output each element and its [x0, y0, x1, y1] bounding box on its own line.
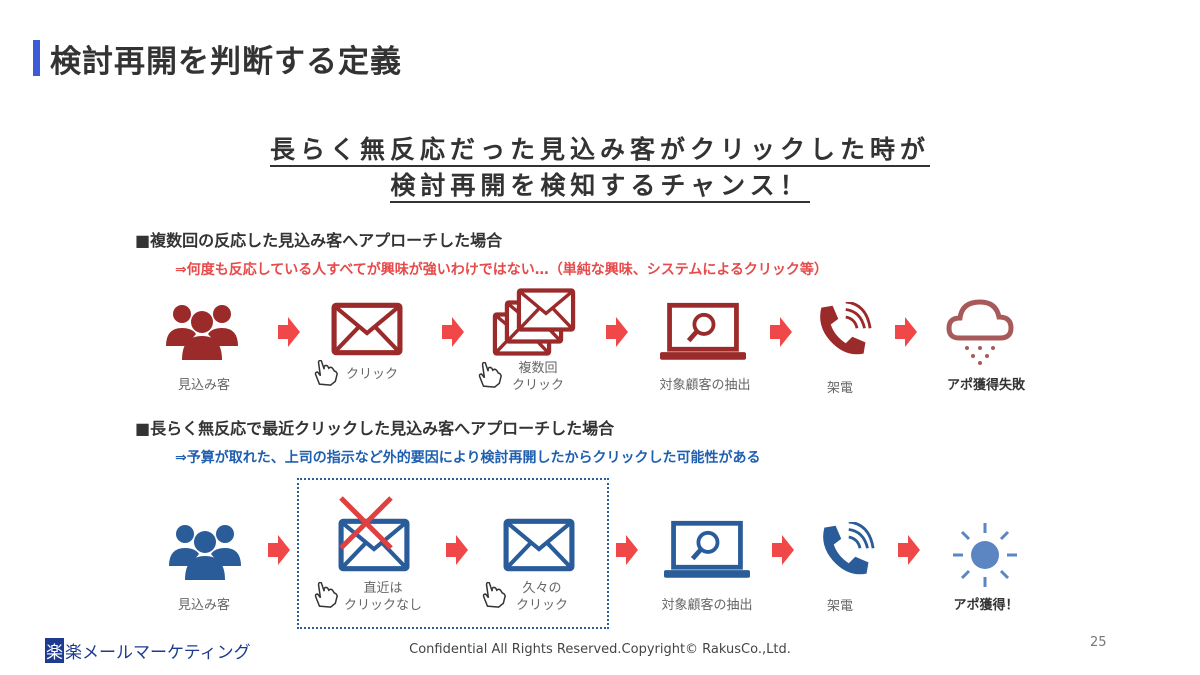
- step-prospect-label-2: 見込み客: [177, 598, 230, 613]
- arrow-icon: [278, 317, 300, 347]
- section2-note: ⇒予算が取れた、上司の指示など外的要因により検討再開したからクリックした可能性が…: [175, 450, 761, 466]
- people-icon: [162, 300, 242, 360]
- mail-icon: [331, 302, 403, 356]
- headline-line-2: 検討再開を検知するチャンス！: [0, 166, 1200, 203]
- laptop-search-icon: [664, 520, 750, 582]
- page-number: 25: [1090, 635, 1107, 650]
- title-accent-bar: [33, 40, 40, 76]
- arrow-icon: [446, 535, 468, 565]
- step-extract-label: 対象顧客の抽出: [659, 378, 751, 393]
- rain-cloud-icon: [946, 299, 1014, 365]
- step-call-label: 架電: [826, 381, 853, 396]
- step-call-label-2: 架電: [826, 599, 853, 614]
- arrow-icon: [606, 317, 628, 347]
- step-result-success-label: アポ獲得！: [953, 598, 1019, 613]
- people-icon: [165, 520, 245, 580]
- mail-stack-icon: [516, 288, 576, 332]
- step-no-click-label: 直近はクリックなし: [343, 581, 422, 613]
- arrow-icon: [898, 535, 920, 565]
- arrow-icon: [895, 317, 917, 347]
- arrow-icon: [770, 317, 792, 347]
- section1-heading: ■複数回の反応した見込み客へアプローチした場合: [135, 231, 503, 250]
- mail-icon: [503, 518, 575, 572]
- arrow-icon: [442, 317, 464, 347]
- step-long-time-click-label: 久々のクリック: [515, 581, 568, 613]
- step-prospect-label: 見込み客: [177, 378, 230, 393]
- laptop-search-icon: [660, 302, 746, 364]
- step-click-label: クリック: [345, 367, 398, 382]
- phone-icon: [815, 522, 875, 582]
- arrow-icon: [616, 535, 638, 565]
- company-logo: 楽楽メールマーケティング: [45, 638, 251, 663]
- arrow-icon: [268, 535, 290, 565]
- cross-mark-icon: [339, 496, 393, 550]
- headline-line-1: 長らく無反応だった見込み客がクリックした時が: [0, 130, 1200, 167]
- step-multi-click-label: 複数回クリック: [511, 361, 564, 393]
- step-result-fail-label: アポ獲得失敗: [946, 378, 1025, 393]
- section2-heading: ■長らく無反応で最近クリックした見込み客へアプローチした場合: [135, 419, 615, 438]
- section1-note: ⇒何度も反応している人すべてが興味が強いわけではない…（単純な興味、システムによ…: [175, 262, 828, 278]
- copyright-text: Confidential All Rights Reserved.Copyrig…: [409, 642, 791, 657]
- phone-icon: [812, 302, 872, 362]
- highlight-dotted-box: [297, 478, 609, 629]
- sun-icon: [953, 523, 1017, 587]
- page-title: 検討再開を判断する定義: [50, 44, 402, 80]
- arrow-icon: [772, 535, 794, 565]
- step-extract-label-2: 対象顧客の抽出: [661, 598, 753, 613]
